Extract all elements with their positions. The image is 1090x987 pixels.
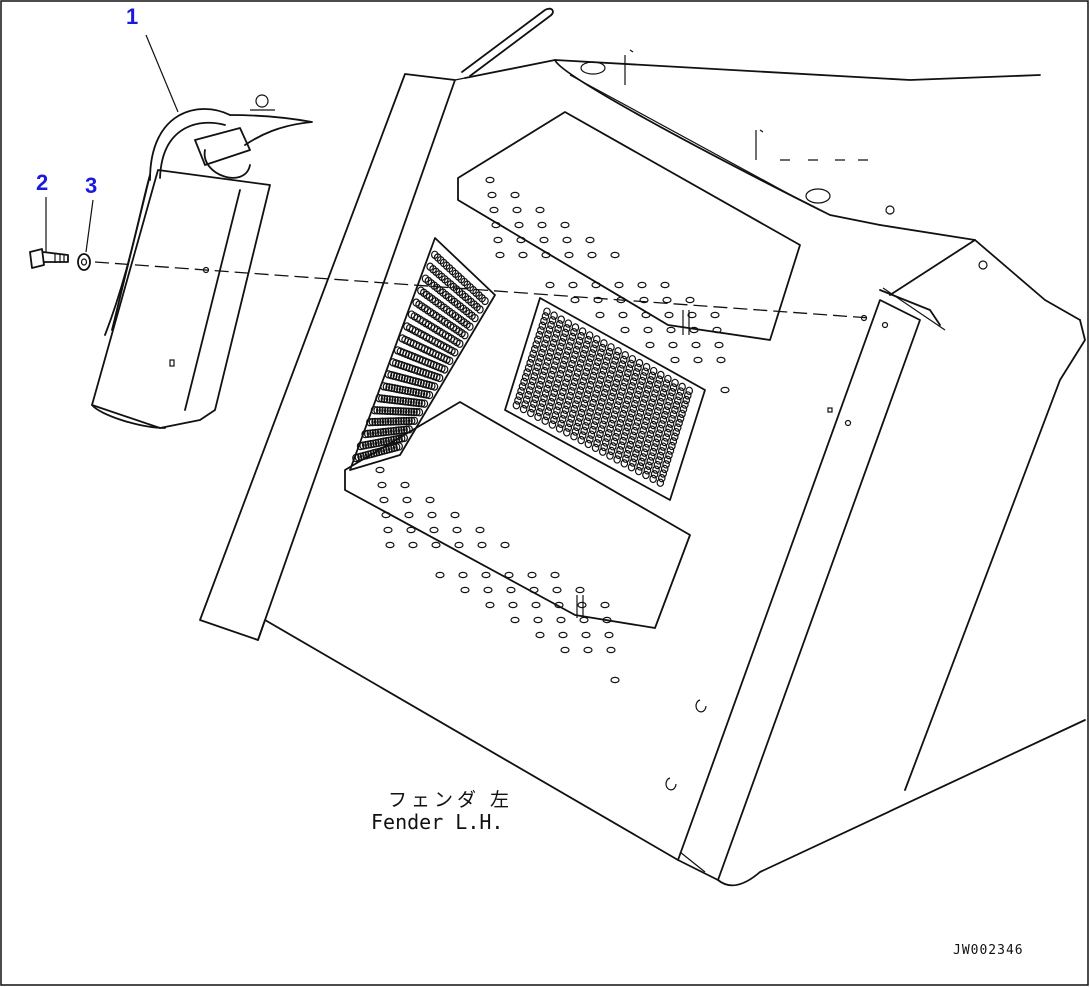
- part-label-en: Fender L.H.: [371, 810, 503, 834]
- washer: [77, 253, 91, 271]
- fender-holes: [580, 49, 988, 791]
- leader-1: [145, 34, 179, 113]
- lower-step-plate: [344, 401, 691, 684]
- part-label-jp: フェンダ 左: [388, 789, 513, 811]
- mesh-panel-right: [504, 297, 706, 501]
- callout-3: 3: [85, 173, 97, 198]
- bolt: [29, 248, 69, 269]
- callout-1: 1: [126, 4, 138, 29]
- drawing-code: JW002346: [953, 943, 1024, 958]
- mesh-panel-left: [349, 237, 496, 471]
- callout-2: 2: [36, 170, 48, 195]
- leader-3: [85, 199, 94, 253]
- fender-lh: [199, 7, 1086, 887]
- mount-centerline: [94, 261, 871, 319]
- fire-extinguisher: [91, 94, 313, 429]
- upper-step-plate: [457, 111, 801, 394]
